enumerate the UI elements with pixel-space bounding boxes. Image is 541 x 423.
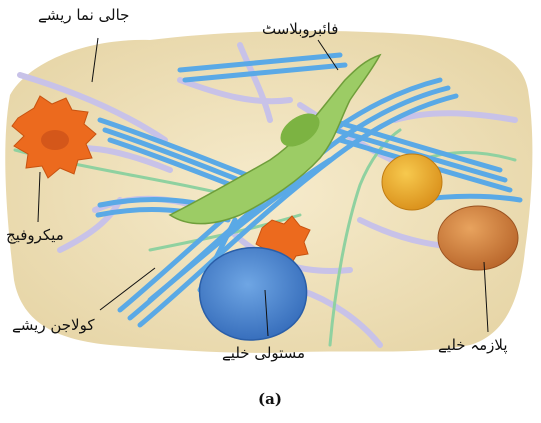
- label-plasma-cell: پلازمہ خلیے: [438, 338, 508, 353]
- figure-caption: (a): [258, 392, 282, 407]
- plasma-cell: [438, 206, 518, 270]
- label-macrophage: میکروفیج: [6, 228, 64, 243]
- mast-cell: [200, 248, 307, 340]
- label-collagen-fibers: کولاجن ریشے: [12, 318, 95, 333]
- yellow-cell: [382, 154, 442, 210]
- label-reticular-fibers: جالی نما ریشے: [38, 8, 129, 23]
- label-mast-cell: مستولی خلیے: [222, 346, 305, 361]
- label-fibroblast: فائبروبلاسٹ: [262, 22, 338, 37]
